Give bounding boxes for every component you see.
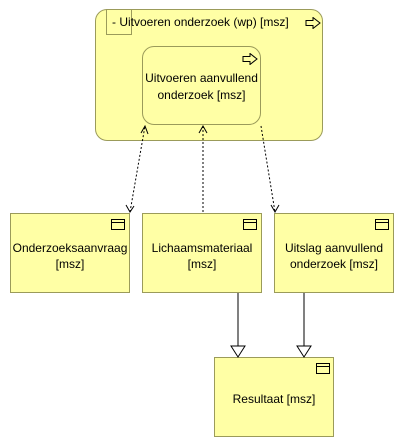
business-object-icon — [316, 363, 330, 374]
process-inner-label-line2: onderzoek [msz] — [157, 88, 246, 102]
process-uitvoeren-aanvullend-onderzoek[interactable] — [142, 46, 261, 125]
process-arrow-icon — [242, 53, 258, 65]
access-line-onderzoeksaanvraag — [129, 125, 146, 213]
group-tab-square — [106, 9, 132, 35]
process-arrow-icon — [305, 17, 321, 29]
business-object-icon — [375, 219, 389, 230]
process-inner-label-line1: Uitvoeren aanvullend — [145, 71, 258, 85]
access-arrowhead — [270, 204, 280, 214]
flow-arrowhead — [296, 345, 312, 358]
object-label-line2: onderzoek [msz] — [289, 257, 379, 271]
object-label-line1: Onderzoeksaanvraag — [12, 241, 128, 255]
access-arrowhead — [125, 204, 135, 213]
business-object-lichaamsmateriaal[interactable] — [142, 213, 262, 293]
process-group-label: - Uitvoeren onderzoek (wp) [msz] — [112, 15, 289, 29]
access-line-uitslag — [260, 125, 276, 213]
access-arrowhead — [140, 124, 149, 135]
business-object-onderzoeksaanvraag[interactable] — [10, 213, 130, 293]
object-label-line2: [msz] — [55, 257, 85, 271]
object-label-line1: Uitslag aanvullend — [284, 241, 384, 255]
object-label-line1: Lichaamsmateriaal — [151, 241, 253, 255]
access-arrowhead — [198, 124, 208, 134]
business-object-icon — [111, 219, 125, 230]
business-object-uitslag-aanvullend-onderzoek[interactable] — [274, 213, 394, 293]
object-label-line2: [msz] — [187, 257, 217, 271]
result-label: Resultaat [msz] — [232, 392, 316, 406]
flow-arrowhead — [230, 345, 246, 358]
business-object-icon — [243, 219, 257, 230]
business-object-resultaat[interactable] — [214, 357, 334, 437]
